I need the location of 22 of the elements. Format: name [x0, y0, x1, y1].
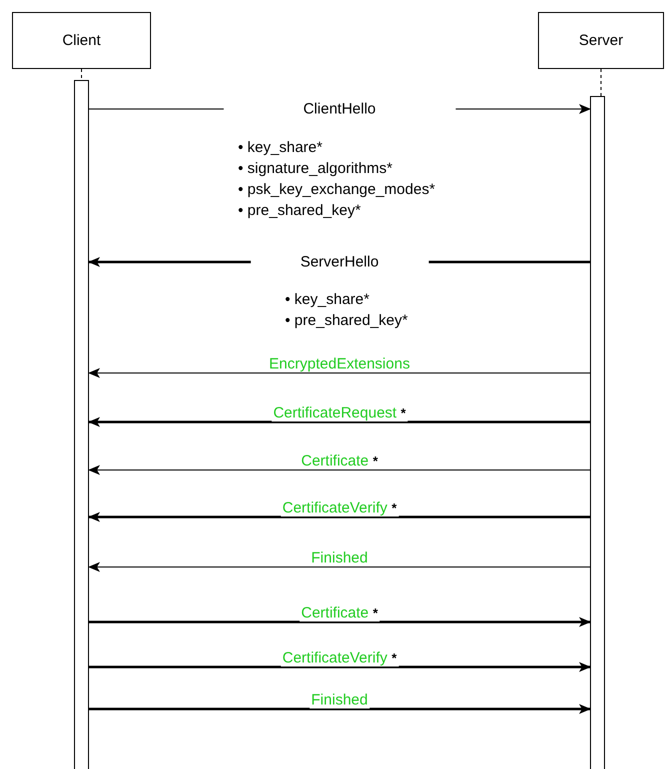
participant-box: Client — [12, 12, 151, 69]
activation-bar — [74, 80, 89, 769]
bullet-item: • pre_shared_key* — [285, 311, 408, 331]
message-arrow — [88, 562, 590, 572]
message-label: Finished — [309, 692, 370, 708]
message-arrow — [88, 465, 590, 475]
bullet-item: • key_share* — [285, 290, 370, 310]
activation-bar — [590, 96, 605, 769]
participant-box: Server — [538, 12, 664, 69]
message-arrow — [88, 368, 590, 378]
bullet-item: • key_share* — [238, 138, 324, 158]
message-arrow — [89, 662, 591, 672]
message-label: EncryptedExtensions — [267, 356, 412, 372]
bullet-item: • psk_key_exchange_modes* — [238, 180, 436, 200]
lifeline — [81, 68, 82, 80]
message-arrow — [89, 704, 591, 714]
message-arrow — [88, 512, 590, 522]
message-arrow — [89, 617, 591, 627]
bullet-item: • signature_algorithms* — [238, 159, 394, 179]
message-arrow — [88, 417, 590, 427]
lifeline — [600, 68, 602, 96]
bullet-item: • pre_shared_key* — [238, 201, 362, 221]
